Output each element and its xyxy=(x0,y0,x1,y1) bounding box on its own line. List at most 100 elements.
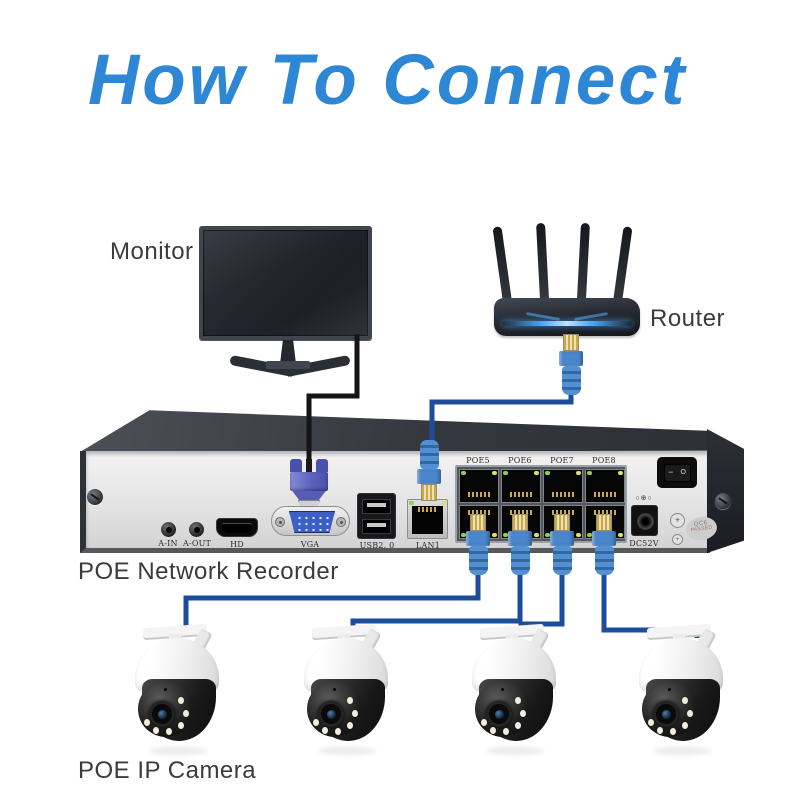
vga-pin-holes xyxy=(296,515,330,531)
lan-label: LAN1 xyxy=(416,541,440,550)
camera-bracket-nub xyxy=(338,634,350,641)
camera-label: POE IP Camera xyxy=(78,757,257,784)
camera-mic-hole xyxy=(668,688,671,691)
poe5-label: POE5 xyxy=(466,456,490,465)
torx-screw-icon: ✳ xyxy=(670,513,685,528)
rj45-pins xyxy=(470,514,486,531)
ir-led-icon xyxy=(153,727,159,734)
rj45-pins xyxy=(563,334,579,351)
router-antenna-icon xyxy=(577,222,590,300)
rj45-boot xyxy=(510,546,530,575)
rj45-pins xyxy=(512,514,528,531)
poe-led-icon xyxy=(461,533,466,537)
lan-port-opening xyxy=(412,506,443,534)
usb-port-bottom xyxy=(362,519,391,534)
monitor-label: Monitor xyxy=(110,238,194,265)
ir-led-icon xyxy=(481,719,487,726)
poe-pins xyxy=(510,510,532,515)
recorder-top-face xyxy=(80,410,744,453)
camera-shadow xyxy=(318,747,376,755)
poe-led-icon xyxy=(618,533,623,537)
poe-port-4 xyxy=(585,469,625,503)
camera-lens-ball xyxy=(642,681,698,737)
chassis-screw-icon xyxy=(715,493,731,509)
switch-off-mark: O xyxy=(680,469,686,476)
camera-lens-ball xyxy=(475,681,531,737)
ir-led-icon xyxy=(687,710,693,717)
poe-led-icon xyxy=(492,533,497,537)
vga-connector-metal xyxy=(298,500,320,507)
vga-screw-icon xyxy=(275,517,285,527)
rj45-body xyxy=(508,531,532,546)
ir-led-icon xyxy=(657,727,663,734)
camera-lens-icon xyxy=(653,701,679,727)
monitor-screen xyxy=(199,226,372,340)
router-accent xyxy=(573,312,609,321)
ir-led-icon xyxy=(520,710,526,717)
poe-port-2 xyxy=(501,469,541,503)
vga-connector-taper xyxy=(292,491,326,500)
poe-led-icon xyxy=(503,533,508,537)
camera-lens-icon xyxy=(486,701,512,727)
router-accent xyxy=(525,312,561,321)
phillips-screw-icon: + xyxy=(672,534,683,545)
rj45-boot xyxy=(419,440,439,469)
poe-led-icon xyxy=(534,533,539,537)
poe-led-icon xyxy=(618,471,623,475)
camera-mic-hole xyxy=(164,688,167,691)
ir-led-icon xyxy=(347,722,353,729)
lan-led-icon xyxy=(409,501,414,505)
poe-rj45-plug-3 xyxy=(550,514,574,575)
poe-pins xyxy=(594,492,616,497)
camera-lens-ball xyxy=(307,681,363,737)
audio-out-jack xyxy=(189,522,204,537)
ir-led-icon xyxy=(515,722,521,729)
poe-port-1 xyxy=(459,469,499,503)
camera-lens-icon xyxy=(149,701,175,727)
audio-out-label: A-OUT xyxy=(182,539,212,548)
switch-on-mark: − xyxy=(668,467,674,477)
monitor-sheen xyxy=(203,230,368,336)
rj45-boot xyxy=(594,546,614,575)
poe-led-icon xyxy=(587,471,592,475)
poe-camera-3 xyxy=(468,619,562,761)
poe-pins xyxy=(552,510,574,515)
poe-led-icon xyxy=(503,471,508,475)
vga-port xyxy=(271,506,350,536)
poe-camera-2 xyxy=(300,619,394,761)
router-label: Router xyxy=(650,305,726,332)
rj45-body xyxy=(550,531,574,546)
ir-led-icon xyxy=(322,727,328,734)
monitor-stand-neck xyxy=(280,340,296,364)
rj45-boot xyxy=(468,546,488,575)
ir-led-icon xyxy=(682,697,688,704)
camera-shadow xyxy=(653,747,711,755)
poe-led-icon xyxy=(587,533,592,537)
camera-iris xyxy=(662,710,671,719)
ir-led-icon xyxy=(178,722,184,729)
router-antenna-icon xyxy=(492,226,512,303)
router-led-strip xyxy=(502,321,632,326)
monitor-stand-hub xyxy=(266,361,310,369)
poe-pins xyxy=(594,510,616,515)
recorder-label: POE Network Recorder xyxy=(78,558,339,585)
camera-shadow xyxy=(149,747,207,755)
ir-led-icon xyxy=(178,697,184,704)
poe-led-icon xyxy=(534,471,539,475)
ir-led-icon xyxy=(515,697,521,704)
poe-led-icon xyxy=(545,471,550,475)
lan-led-icon xyxy=(441,501,446,505)
power-switch: − O xyxy=(657,457,697,488)
audio-in-jack xyxy=(161,522,176,537)
ir-led-icon xyxy=(347,697,353,704)
ir-led-icon xyxy=(648,719,654,726)
vga-connector-body xyxy=(290,472,328,491)
poe-camera-4 xyxy=(635,619,729,761)
rj45-body xyxy=(417,469,441,484)
poe-pins xyxy=(468,510,490,515)
vga-label: VGA xyxy=(300,540,320,549)
usb-label: USB2. 0 xyxy=(359,541,395,550)
poe-pins xyxy=(510,492,532,497)
vga-connector xyxy=(290,459,328,507)
